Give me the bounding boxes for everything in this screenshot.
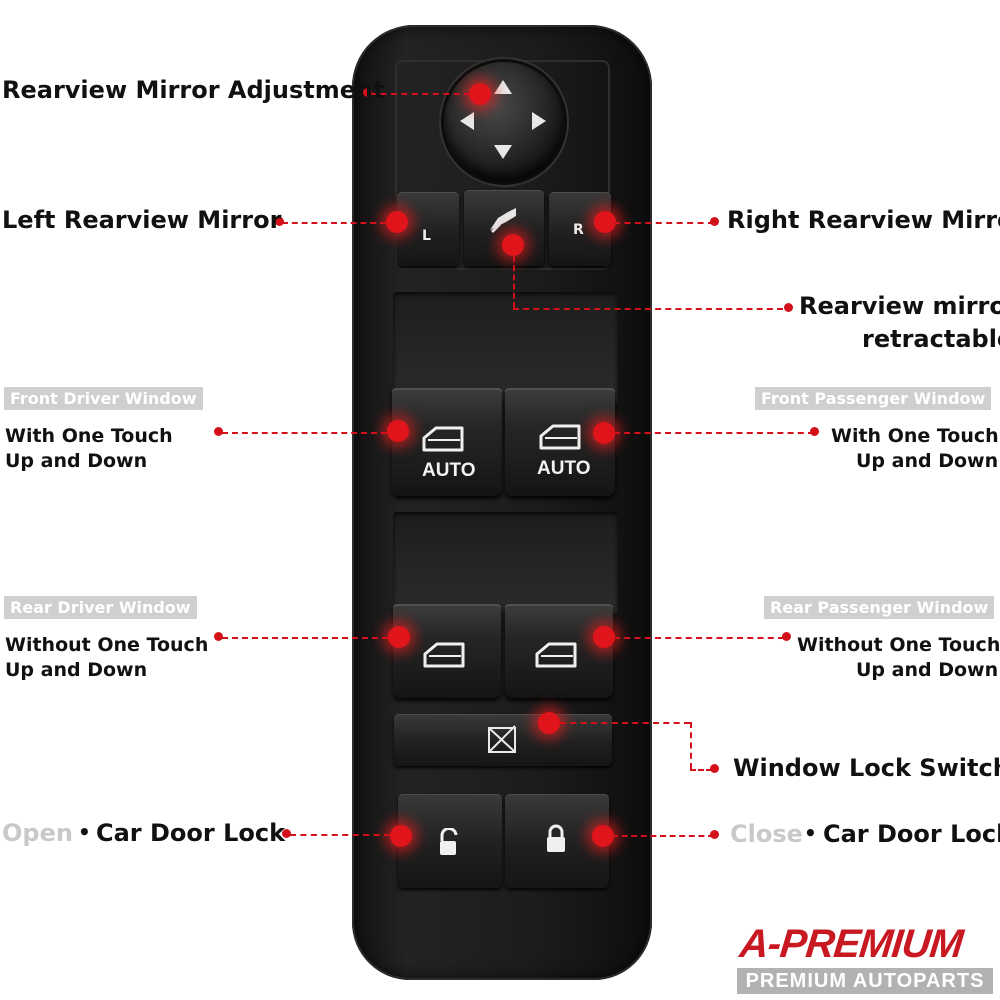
leader-dot bbox=[275, 217, 284, 226]
hotspot-window-lock bbox=[538, 712, 560, 734]
tag-front-passenger-window: Front Passenger Window bbox=[755, 387, 992, 410]
leader-line bbox=[513, 256, 515, 308]
hotspot-left-mirror bbox=[386, 211, 408, 233]
leader-line bbox=[690, 722, 692, 769]
label-rear-passenger-line1: Without One Touch bbox=[797, 634, 1000, 656]
hotspot-door-lock bbox=[592, 825, 614, 847]
leader-dot bbox=[214, 632, 223, 641]
mirror-control-bezel bbox=[395, 60, 610, 270]
leader-dot bbox=[363, 88, 372, 97]
brand-logo-name: A-PREMIUM bbox=[737, 922, 965, 966]
label-close-door-lock: Car Door Lock bbox=[823, 820, 1000, 848]
leader-dot bbox=[214, 427, 223, 436]
leader-line bbox=[614, 637, 784, 639]
label-window-lock: Window Lock Switch bbox=[733, 754, 1000, 782]
leader-line bbox=[222, 432, 387, 434]
leader-dot bbox=[710, 830, 719, 839]
label-front-driver-line2: Up and Down bbox=[5, 450, 148, 472]
leader-line bbox=[614, 222, 714, 224]
car-window-icon bbox=[422, 426, 464, 452]
padlock-closed-icon bbox=[547, 824, 565, 852]
car-window-icon bbox=[535, 642, 577, 668]
hotspot-rear-driver-window bbox=[388, 626, 410, 648]
label-open-door-lock: Car Door Lock bbox=[96, 819, 286, 847]
arrow-down-icon bbox=[494, 145, 512, 159]
leader-line bbox=[690, 769, 712, 771]
label-open-word: Open bbox=[2, 819, 73, 847]
leader-dot bbox=[710, 217, 719, 226]
padlock-open-icon bbox=[440, 828, 458, 855]
hotspot-mirror-adjust bbox=[469, 83, 491, 105]
right-mirror-key-label: R bbox=[573, 222, 584, 238]
mirror-retract-button[interactable] bbox=[464, 190, 544, 266]
auto-label: AUTO bbox=[537, 458, 591, 479]
label-rear-driver-line2: Up and Down bbox=[5, 659, 148, 681]
label-rear-driver-line1: Without One Touch bbox=[5, 634, 209, 656]
label-bullet: • bbox=[804, 821, 817, 845]
brand-logo-tagline: PREMIUM AUTOPARTS bbox=[737, 968, 993, 994]
door-unlock-button[interactable] bbox=[398, 794, 502, 888]
car-window-icon bbox=[539, 424, 581, 450]
leader-dot bbox=[784, 303, 793, 312]
leader-line bbox=[222, 637, 388, 639]
front-window-switch-housing bbox=[393, 292, 618, 404]
hotspot-right-mirror bbox=[594, 211, 616, 233]
leader-dot bbox=[282, 829, 291, 838]
front-driver-window-switch[interactable]: AUTO bbox=[392, 388, 502, 496]
leader-dot bbox=[810, 427, 819, 436]
tag-rear-passenger-window: Rear Passenger Window bbox=[764, 596, 995, 619]
mirror-fold-icon bbox=[490, 208, 516, 234]
rear-driver-window-switch[interactable] bbox=[393, 604, 501, 698]
leader-line bbox=[612, 835, 714, 837]
label-retract-line1: Rearview mirror bbox=[799, 292, 1000, 320]
hotspot-front-passenger-window bbox=[593, 422, 615, 444]
tag-front-driver-window: Front Driver Window bbox=[4, 387, 203, 410]
label-bullet: • bbox=[78, 820, 91, 844]
leader-line bbox=[560, 722, 690, 724]
window-lockout-icon bbox=[488, 725, 516, 753]
leader-line bbox=[513, 308, 783, 310]
auto-label: AUTO bbox=[422, 460, 476, 481]
label-front-driver-line1: With One Touch bbox=[5, 425, 173, 447]
hotspot-mirror-retract bbox=[502, 234, 524, 256]
left-mirror-button[interactable]: L bbox=[397, 192, 459, 266]
hotspot-front-driver-window bbox=[387, 420, 409, 442]
hotspot-door-unlock bbox=[390, 825, 412, 847]
label-close-word: Close bbox=[730, 820, 803, 848]
hotspot-rear-passenger-window bbox=[593, 626, 615, 648]
leader-dot bbox=[710, 764, 719, 773]
arrow-left-icon bbox=[460, 112, 474, 130]
leader-line bbox=[282, 222, 386, 224]
left-mirror-key-label: L bbox=[422, 228, 431, 244]
tag-rear-driver-window: Rear Driver Window bbox=[4, 596, 197, 619]
front-passenger-window-switch[interactable]: AUTO bbox=[505, 388, 615, 496]
arrow-up-icon bbox=[494, 80, 512, 94]
leader-line bbox=[290, 834, 390, 836]
label-mirror-adjustment: Rearview Mirror Adjustment bbox=[2, 76, 385, 104]
label-front-passenger-line2: Up and Down bbox=[856, 450, 999, 472]
rear-passenger-window-switch[interactable] bbox=[505, 604, 613, 698]
label-left-mirror: Left Rearview Mirror bbox=[2, 206, 282, 234]
label-front-passenger-line1: With One Touch bbox=[831, 425, 999, 447]
label-right-mirror: Right Rearview Mirror bbox=[727, 206, 1000, 234]
leader-line bbox=[370, 93, 470, 95]
label-rear-passenger-line2: Up and Down bbox=[856, 659, 999, 681]
arrow-right-icon bbox=[532, 112, 546, 130]
rear-window-switch-housing bbox=[393, 512, 618, 614]
label-retract-line2: retractable bbox=[862, 325, 1000, 353]
car-window-icon bbox=[423, 642, 465, 668]
door-lock-button[interactable] bbox=[505, 794, 609, 888]
leader-line bbox=[614, 432, 814, 434]
leader-dot bbox=[782, 632, 791, 641]
